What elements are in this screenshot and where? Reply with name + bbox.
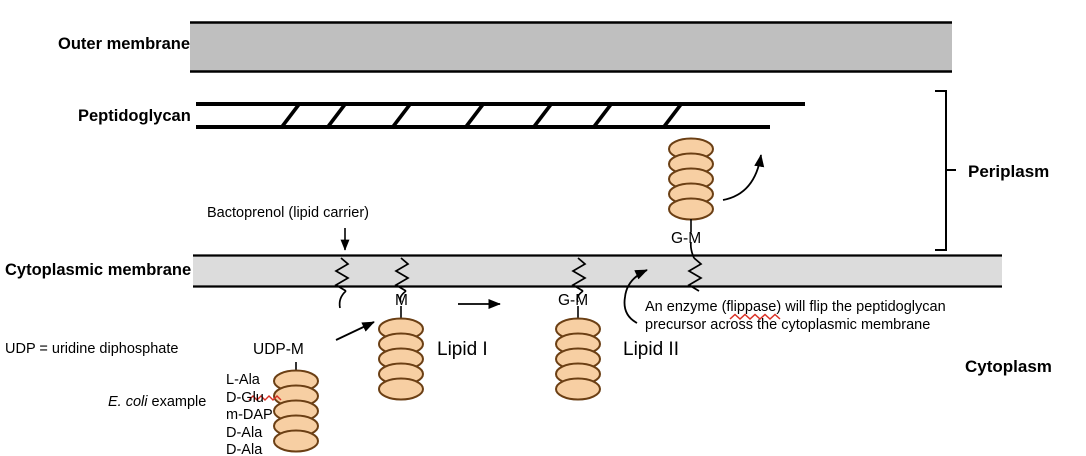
peptidoglycan-label: Peptidoglycan	[78, 107, 191, 125]
outer-membrane-label: Outer membrane	[58, 35, 191, 53]
cytoplasmic-membrane-label: Cytoplasmic membrane	[5, 261, 192, 279]
flippase-note-line-2: precursor across the cytoplasmic membran…	[645, 317, 931, 333]
periplasm-bracket	[935, 90, 956, 251]
lipid-ii-stack	[555, 306, 601, 401]
bactoprenol-lipid-i-tail	[399, 290, 407, 303]
flippase-note-line-1: An enzyme (flippase) will flip the pepti…	[645, 299, 946, 315]
periplasm-gm-stack	[668, 137, 714, 232]
udp-m-to-lipid-i-arrow	[335, 321, 375, 341]
bactoprenol-label: Bactoprenol (lipid carrier)	[207, 205, 369, 221]
lipid-i-label: Lipid I	[437, 339, 488, 360]
peptidoglycan-crosslinks	[279, 101, 684, 130]
periplasm-label: Periplasm	[968, 162, 1050, 181]
m-label: M	[395, 292, 408, 309]
peptide-residue: m-DAP	[226, 407, 273, 423]
mdap-spellcheck-squiggle	[248, 395, 282, 401]
gm-periplasm-label: G-M	[671, 230, 702, 247]
bactoprenol-lipid-ii-squiggle	[571, 257, 587, 292]
bactoprenol-flipped-squiggle	[687, 257, 703, 292]
ecoli-example-label: E. coli example	[108, 394, 206, 411]
cytoplasmic-membrane-slab	[193, 255, 1002, 287]
udp-legend-label: UDP = uridine diphosphate	[5, 341, 179, 357]
flippase-curved-arrow	[623, 269, 648, 324]
peptide-residue-list: L-Ala D-Glu m-DAP D-Ala D-Ala	[226, 372, 273, 456]
peptide-residue: D-Ala	[226, 424, 263, 441]
outer-membrane-slab	[190, 22, 952, 72]
lipid-i-stack	[378, 306, 424, 401]
flippase-spellcheck-squiggle	[729, 313, 781, 321]
peptide-residue: L-Ala	[226, 372, 260, 388]
bactoprenol-lipid-i-squiggle	[394, 257, 410, 292]
bactoprenol-lipid-ii-tail	[576, 290, 584, 303]
bactoprenol-flipped-tail	[689, 241, 695, 259]
gm-membrane-label: G-M	[558, 292, 589, 309]
lipid-ii-label: Lipid II	[623, 339, 679, 360]
udp-m-stack	[273, 362, 319, 453]
bactoprenol-carriers	[334, 241, 703, 309]
periplasm-transfer-arrow	[722, 154, 765, 201]
cytoplasm-label: Cytoplasm	[965, 357, 1052, 376]
ecoli-italic: E. coli	[108, 394, 148, 410]
peptide-residue: D-Glu	[226, 389, 264, 406]
udp-m-label: UDP-M	[253, 341, 304, 358]
bactoprenol-free-tail	[338, 290, 347, 309]
bactoprenol-free-squiggle	[334, 257, 350, 292]
peptide-residue: D-Ala	[226, 442, 263, 456]
ecoli-example-rest: example	[147, 394, 207, 410]
